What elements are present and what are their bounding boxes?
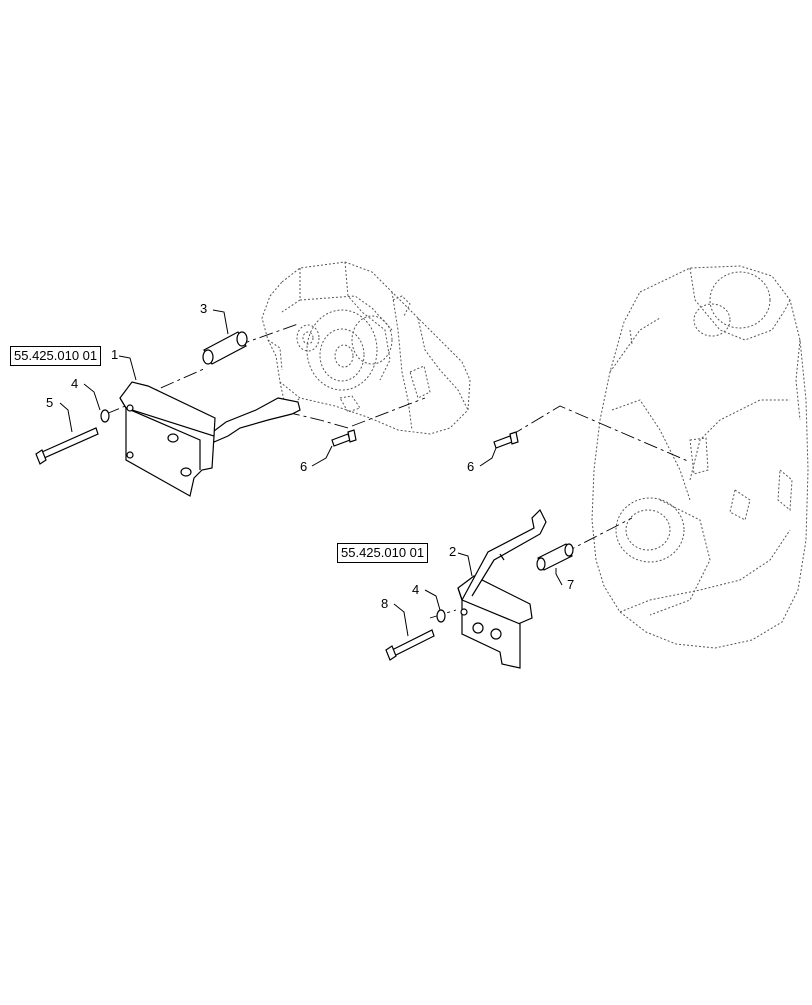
callout-2: 2: [449, 544, 457, 559]
part-6-bolt-left: [331, 429, 357, 447]
part-1-bracket: [119, 381, 301, 497]
callout-3: 3: [200, 301, 208, 316]
callout-4: 4: [71, 376, 79, 391]
callout-6: 6: [467, 459, 475, 474]
callout-6: 6: [300, 459, 308, 474]
reference-link-box[interactable]: 55.425.010 01: [337, 543, 429, 563]
callout-5: 5: [46, 395, 54, 410]
callout-4: 4: [412, 582, 420, 597]
part-8-bolt: [385, 629, 435, 661]
callout-1: 1: [111, 347, 119, 362]
callout-8: 8: [381, 596, 389, 611]
part-3-spacer: [202, 331, 248, 365]
part-6-bolt-right: [493, 431, 519, 449]
right-belt-housing: [591, 265, 809, 649]
part-2-bracket: [457, 508, 547, 669]
leader-lines: [59, 309, 563, 637]
callout-7: 7: [567, 577, 575, 592]
reference-link-box[interactable]: 55.425.010 01: [10, 346, 102, 366]
part-4-washer-right: [436, 609, 446, 623]
part-5-bolt: [35, 427, 99, 465]
part-7-spacer: [536, 543, 574, 571]
part-4-washer-left: [100, 409, 110, 423]
